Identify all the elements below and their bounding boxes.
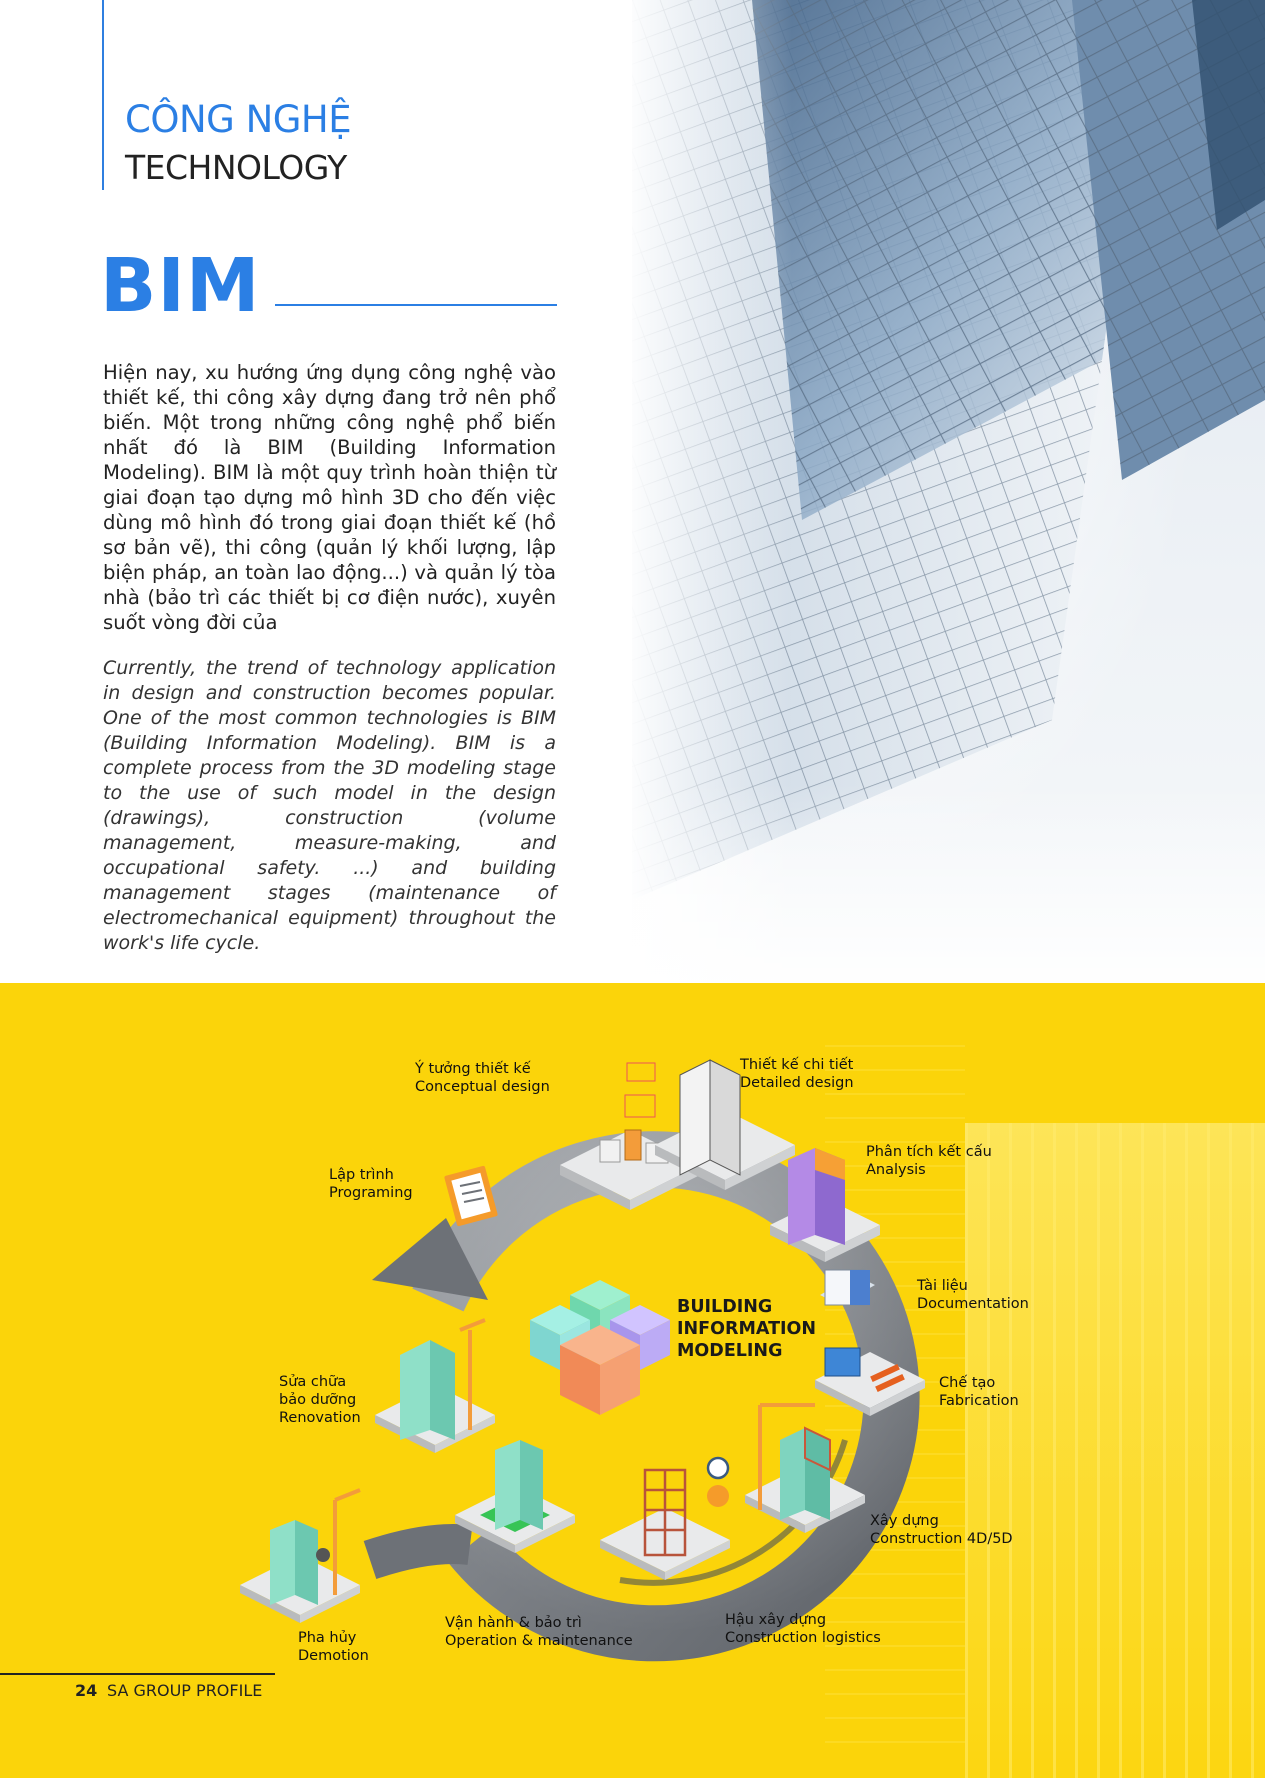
stage-label-documentation: Tài liệu Documentation: [917, 1278, 1029, 1312]
stage-operation-maintenance-illustration: [455, 1440, 575, 1553]
stage-programming-illustration: [444, 1165, 498, 1227]
stage-label-construction: Xây dựng Construction 4D/5D: [870, 1513, 1013, 1547]
stage-fabrication-illustration: [815, 1347, 925, 1416]
stage-documentation-illustration: [820, 1269, 875, 1306]
stage-label-conceptual-design: Ý tưởng thiết kế Conceptual design: [415, 1061, 550, 1095]
stage-label-operation-maintenance: Vận hành & bảo trì Operation & maintenan…: [445, 1615, 633, 1649]
heading-underline: [275, 304, 557, 306]
stage-label-fabrication: Chế tạo Fabrication: [939, 1375, 1019, 1409]
stage-construction-logistics-illustration: [600, 1456, 730, 1580]
center-title-line: INFORMATION: [677, 1319, 817, 1339]
section-title-vi: CÔNG NGHỆ: [125, 98, 352, 141]
stage-label-construction-logistics: Hậu xây dựng Construction logistics: [725, 1612, 881, 1646]
stage-label-programming: Lập trình Programing: [329, 1167, 413, 1201]
stage-demolition-illustration: [240, 1488, 361, 1623]
bim-center-title: BUILDING INFORMATION MODELING: [677, 1296, 816, 1362]
section-title-en: TECHNOLOGY: [125, 148, 347, 187]
footer-rule: [0, 1673, 275, 1675]
footer-label: SA GROUP PROFILE: [107, 1681, 263, 1700]
bim-cubes-icon: [530, 1280, 670, 1415]
skyscraper-photo: [632, 0, 1265, 983]
stage-label-detailed-design: Thiết kế chi tiết Detailed design: [740, 1057, 854, 1091]
page-number: 24: [75, 1681, 98, 1700]
stage-renovation-illustration: [375, 1318, 495, 1453]
stage-label-analysis: Phân tích kết cấu Analysis: [866, 1144, 992, 1178]
body-paragraph-vi: Hiện nay, xu hướng ứng dụng công nghệ và…: [103, 361, 556, 634]
body-paragraph-en: Currently, the trend of technology appli…: [103, 657, 556, 954]
stage-analysis-illustration: [770, 1148, 880, 1262]
stage-detailed-design-illustration: [624, 1059, 795, 1190]
stage-label-renovation: Sửa chữa bảo dưỡng Renovation: [279, 1374, 361, 1426]
cycle-arrow-head: [372, 1218, 488, 1300]
page-heading: BIM: [100, 243, 261, 329]
center-title-line: MODELING: [677, 1341, 783, 1361]
stage-construction-illustration: [745, 1403, 865, 1533]
section-accent-rule: [102, 0, 104, 190]
stage-label-demolition: Pha hủy Demotion: [298, 1630, 369, 1664]
center-title-line: BUILDING: [677, 1297, 773, 1317]
